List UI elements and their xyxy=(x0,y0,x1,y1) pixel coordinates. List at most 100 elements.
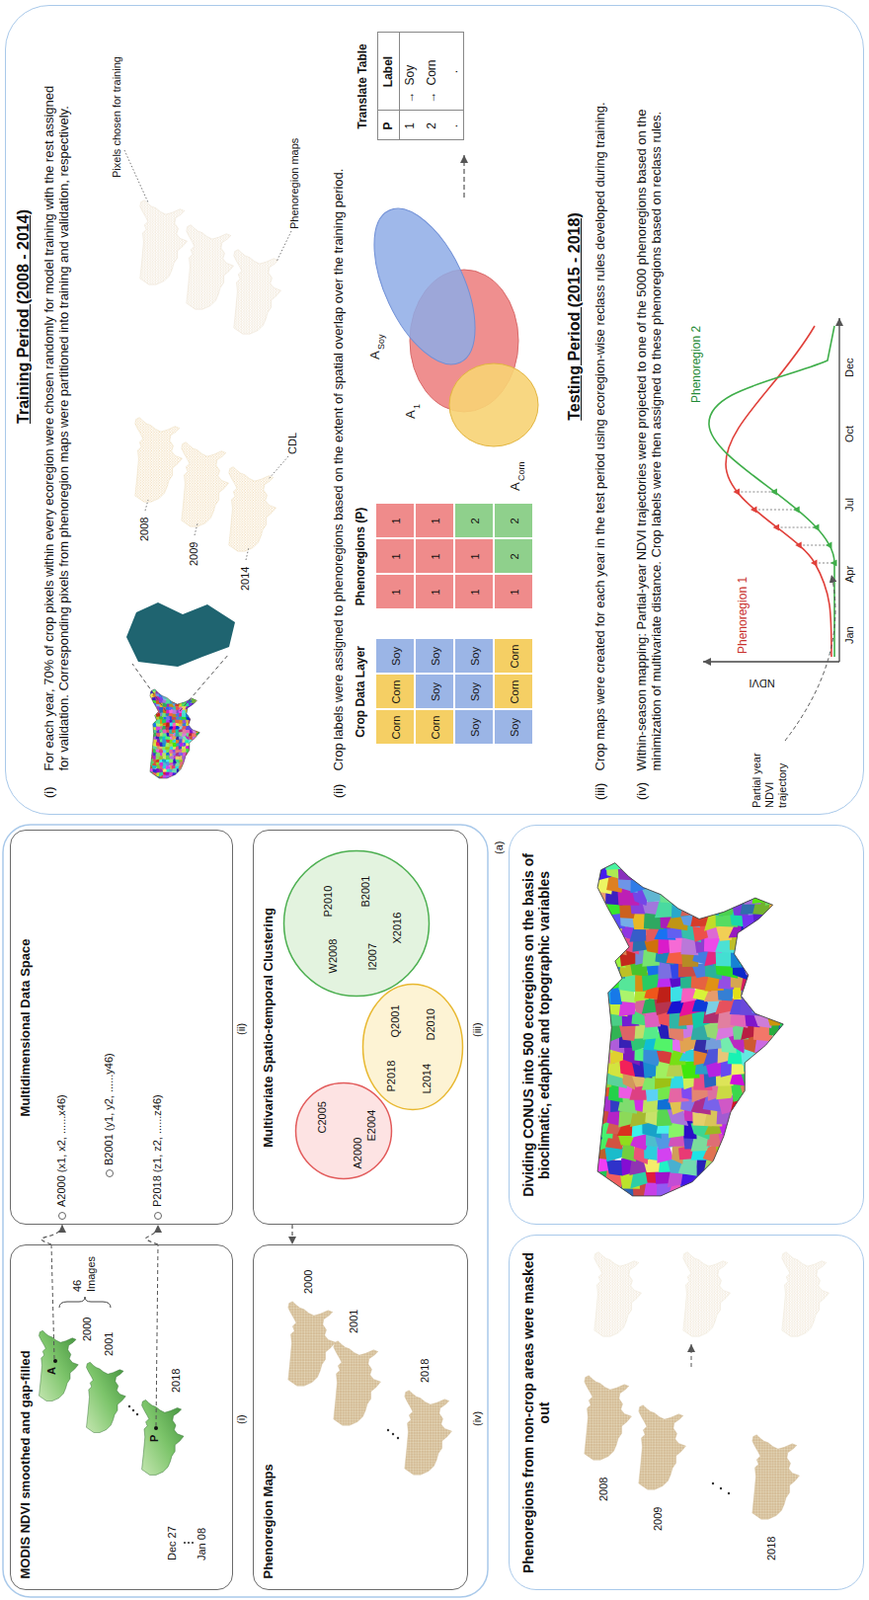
figure-label: (a) xyxy=(492,841,506,855)
cluster-member: P2018 xyxy=(385,1060,398,1093)
ellipse-outline xyxy=(362,984,463,1110)
figure-label: A xyxy=(367,350,384,360)
ellipse-outline xyxy=(283,851,429,997)
box-title: Multidimensional Data Space xyxy=(17,830,34,1226)
figure-label: Phenoregion maps xyxy=(288,138,302,230)
grid-cell: Corn xyxy=(375,674,415,711)
figure-label: 2018 xyxy=(169,1368,183,1393)
step-description: Crop maps were created for each year in … xyxy=(592,79,609,772)
table-cell: → xyxy=(398,87,421,108)
step-description: For each year, 70% of crop pixels within… xyxy=(41,70,73,772)
trajectory-marker xyxy=(825,542,833,550)
section-box: Dividing CONUS into 500 ecoregions on th… xyxy=(508,824,865,1225)
grid-cell: 1 xyxy=(414,503,455,540)
grid-cell: 1 xyxy=(414,574,455,611)
figure-label: 1 xyxy=(411,403,423,409)
figure-label: A xyxy=(402,409,419,419)
figure-label: A xyxy=(45,1366,59,1375)
grid-cell: Corn xyxy=(414,710,455,746)
figure-label: A xyxy=(507,481,524,491)
figure-label: Dec xyxy=(843,357,857,378)
dashed-arrow xyxy=(146,1224,158,1245)
table-cell: → xyxy=(420,87,443,108)
figure-label: 2000 xyxy=(80,1317,94,1342)
distance-line xyxy=(777,527,817,529)
cluster-member: B2001 xyxy=(359,875,373,908)
table-cell: 1 xyxy=(398,111,421,142)
grid-cell: Soy xyxy=(414,674,455,711)
figure-label: (i) xyxy=(41,786,58,798)
figure-label: Jan xyxy=(843,626,857,644)
figure-label: 2014 xyxy=(238,566,252,591)
grid-cell: Soy xyxy=(493,710,534,746)
figure-label: Apr xyxy=(843,565,857,583)
trajectory-marker xyxy=(812,524,820,532)
table-cell: P xyxy=(377,111,399,142)
grid-cell: Soy xyxy=(375,638,415,675)
figure-label: (i) xyxy=(235,1414,248,1424)
process-box: Multivariate Spatio-temporal ClusteringA… xyxy=(252,829,469,1225)
trajectory-marker xyxy=(770,488,778,496)
step-description: Crop labels were assigned to phenoregion… xyxy=(330,70,347,772)
figure-label: B2001 (y1, y2, ......y46) xyxy=(102,1052,116,1166)
grid-title: Crop Data Layer xyxy=(353,631,368,754)
cluster-member: C2005 xyxy=(316,1101,329,1133)
process-box: Phenoregion Maps xyxy=(252,1244,469,1590)
grid-cell: Soy xyxy=(454,710,494,746)
grid-cell: 1 xyxy=(375,574,415,611)
box-title: Dividing CONUS into 500 ecoregions on th… xyxy=(520,840,554,1211)
distance-line xyxy=(754,509,797,511)
figure-label: Images xyxy=(84,1256,98,1292)
trajectory-marker xyxy=(792,506,800,514)
trajectory-marker xyxy=(810,559,818,567)
figure-label: 2008 xyxy=(138,517,152,542)
cluster-member: Q2001 xyxy=(389,1004,402,1037)
table-cell: . xyxy=(442,32,465,112)
figure-label: 2008 xyxy=(597,1477,611,1501)
grid-cell: 2 xyxy=(454,503,494,540)
cluster-member: D2010 xyxy=(424,1008,438,1040)
ellipse-shape xyxy=(294,1082,394,1182)
table-title: Translate Table xyxy=(355,22,370,152)
table-cell: . xyxy=(442,111,465,142)
grid-title: Phenoregions (P) xyxy=(353,495,368,619)
ellipse-outline xyxy=(295,1083,392,1180)
cluster-member: X2016 xyxy=(391,912,404,945)
period-heading: Testing Period (2015 - 2018) xyxy=(564,119,584,515)
grid-cell: 1 xyxy=(454,539,494,575)
section-box: Phenoregions from non-crop areas were ma… xyxy=(508,1234,865,1590)
trajectory-marker xyxy=(732,488,740,496)
table-rule xyxy=(377,110,465,112)
cluster-member: E2004 xyxy=(365,1109,379,1142)
cluster-member: W2008 xyxy=(326,939,340,974)
grid-cell: 2 xyxy=(493,539,534,575)
grid-cell: 1 xyxy=(493,574,534,611)
table-rule xyxy=(398,32,400,142)
grid-cell: Corn xyxy=(375,710,415,746)
ellipse-shape xyxy=(282,850,431,999)
box-title: Phenoregion Maps xyxy=(260,1381,277,1580)
figure-label: Jul xyxy=(843,497,857,512)
figure-label: (ii) xyxy=(330,784,347,798)
grid-cell: Soy xyxy=(454,638,494,675)
figure-label: 46 xyxy=(71,1279,84,1292)
ellipse-shape xyxy=(361,983,465,1112)
table-cell: 2 xyxy=(420,111,443,142)
cluster-ellipse: A2000E2004C2005 xyxy=(294,1082,394,1182)
grid-cell: 1 xyxy=(375,539,415,575)
figure-label: Oct xyxy=(843,425,857,443)
trajectory-marker xyxy=(794,542,802,550)
phenoregion-grid: Phenoregions (P)111111112122 xyxy=(353,495,552,619)
trajectory-marker xyxy=(830,559,838,567)
grid-cell: 1 xyxy=(375,503,415,540)
figure-label: Pixels chosen for training xyxy=(110,56,124,178)
dashed-arrow xyxy=(41,1224,63,1245)
period-panel: Training Period (2008 - 2014)For each ye… xyxy=(4,4,865,815)
figure-label: (iv) xyxy=(471,1411,484,1426)
box-title: MODIS NDVI smoothed and gap-filled xyxy=(17,1282,34,1580)
figure-label: Partial year NDVI trajectory xyxy=(750,744,790,808)
figure-label: A2000 (x1, x2, ......x46) xyxy=(55,1094,69,1207)
figure-label: CDL xyxy=(286,432,300,455)
grid-cell: Soy xyxy=(454,674,494,711)
